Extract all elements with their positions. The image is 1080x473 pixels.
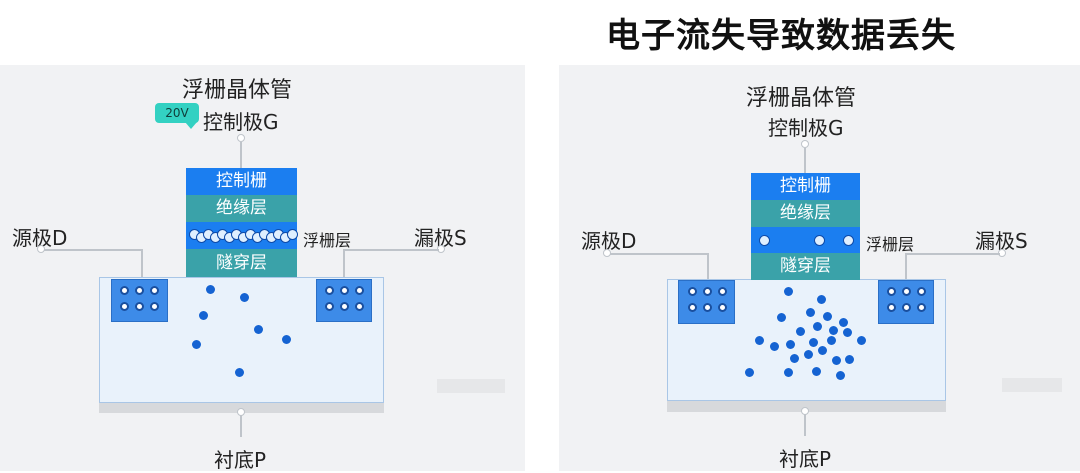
right-substrate-electron — [777, 313, 786, 322]
right-source-wire-v — [707, 253, 709, 280]
left-floating-gate-electron — [287, 229, 298, 240]
right-layer-tunnel: 隧穿层 — [751, 253, 860, 280]
right-drain-wire-v — [905, 253, 907, 280]
right-layer-control-gate: 控制栅 — [751, 173, 860, 200]
left-substrate-electron — [192, 340, 201, 349]
right-substrate-electron — [770, 342, 779, 351]
right-substrate-electron — [813, 322, 822, 331]
right-floating-gate-electron — [843, 235, 854, 246]
left-title: 浮栅晶体管 — [182, 78, 293, 103]
right-substrate-electron — [829, 326, 838, 335]
right-gate-wire — [804, 148, 806, 173]
right-drain-well-dot — [917, 287, 926, 296]
headline: 电子流失导致数据丢失 — [606, 16, 956, 56]
left-source-well-dot — [135, 302, 144, 311]
right-floating-gate-electron — [814, 235, 825, 246]
right-drain-well-dot — [902, 287, 911, 296]
right-source-well-dot — [703, 303, 712, 312]
right-substrate-electron — [745, 368, 754, 377]
left-gate-wire — [240, 142, 242, 168]
right-substrate-electron — [784, 287, 793, 296]
right-substrate-electron — [857, 336, 866, 345]
left-drain-wire-h — [343, 249, 439, 251]
left-substrate-electron — [240, 293, 249, 302]
left-layer-tunnel: 隧穿层 — [186, 249, 297, 277]
right-substrate-electron — [845, 355, 854, 364]
left-source-well-dot — [135, 286, 144, 295]
right-substrate-electron — [839, 318, 848, 327]
right-substrate-electron — [784, 368, 793, 377]
left-substrate-electron — [282, 335, 291, 344]
left-drain-well-dot — [355, 286, 364, 295]
left-substrate-wire — [240, 413, 242, 437]
left-substrate-electron — [206, 285, 215, 294]
right-substrate-electron — [796, 327, 805, 336]
right-drain-well-dot — [887, 303, 896, 312]
right-gate-node — [801, 140, 809, 148]
right-floating-gate-label: 浮栅层 — [866, 235, 915, 254]
left-substrate-electron — [254, 325, 263, 334]
left-control-gate-label: 控制极G — [203, 110, 279, 134]
right-drain-well-dot — [917, 303, 926, 312]
right-layer-insulator: 绝缘层 — [751, 200, 860, 227]
left-source-well-dot — [120, 286, 129, 295]
right-substrate-electron — [817, 295, 826, 304]
right-source-well-dot — [718, 287, 727, 296]
right-substrate-electron — [843, 328, 852, 337]
right-substrate-electron — [809, 338, 818, 347]
right-substrate-electron — [827, 336, 836, 345]
right-substrate-electron — [804, 350, 813, 359]
right-source-well-dot — [688, 287, 697, 296]
left-layer-control-gate: 控制栅 — [186, 168, 297, 195]
right-substrate-electron — [836, 371, 845, 380]
left-drain-well-dot — [325, 302, 334, 311]
left-substrate-label: 衬底P — [214, 448, 267, 472]
right-substrate-wire — [804, 412, 806, 436]
right-drain-wire-h — [905, 253, 1000, 255]
left-floating-gate-label: 浮栅层 — [303, 231, 352, 250]
left-source-well-dot — [150, 286, 159, 295]
right-control-gate-label: 控制极G — [768, 116, 844, 140]
left-watermark — [437, 379, 505, 393]
right-source-wire-h — [610, 253, 708, 255]
right-substrate-node — [801, 407, 809, 415]
right-source-well-dot — [703, 287, 712, 296]
voltage-badge: 20V — [155, 103, 199, 129]
right-drain-well-dot — [902, 303, 911, 312]
right-substrate-electron — [832, 356, 841, 365]
left-drain-well-dot — [325, 286, 334, 295]
right-substrate-label: 衬底P — [779, 447, 832, 471]
left-substrate-node — [237, 408, 245, 416]
right-floating-gate-electron — [759, 235, 770, 246]
right-substrate-electron — [790, 354, 799, 363]
right-drain-well-dot — [887, 287, 896, 296]
left-drain-well-dot — [340, 286, 349, 295]
left-substrate-electron — [199, 311, 208, 320]
right-substrate-electron — [823, 312, 832, 321]
left-drain-well-dot — [355, 302, 364, 311]
left-gate-node — [237, 134, 245, 142]
left-source-wire-v — [141, 249, 143, 279]
left-source-well-dot — [150, 302, 159, 311]
right-watermark — [1002, 378, 1062, 392]
right-title: 浮栅晶体管 — [746, 86, 857, 111]
right-substrate-base — [667, 401, 946, 412]
right-substrate-electron — [755, 336, 764, 345]
right-substrate-electron — [806, 308, 815, 317]
right-source-well-dot — [688, 303, 697, 312]
left-source-wire-h — [44, 249, 142, 251]
left-source-well-dot — [120, 302, 129, 311]
left-drain-wire-v — [343, 249, 345, 279]
right-substrate-electron — [786, 340, 795, 349]
right-substrate-electron — [812, 367, 821, 376]
left-drain-well-dot — [340, 302, 349, 311]
left-layer-insulator: 绝缘层 — [186, 195, 297, 222]
right-substrate-electron — [818, 346, 827, 355]
left-substrate-electron — [235, 368, 244, 377]
right-source-well-dot — [718, 303, 727, 312]
